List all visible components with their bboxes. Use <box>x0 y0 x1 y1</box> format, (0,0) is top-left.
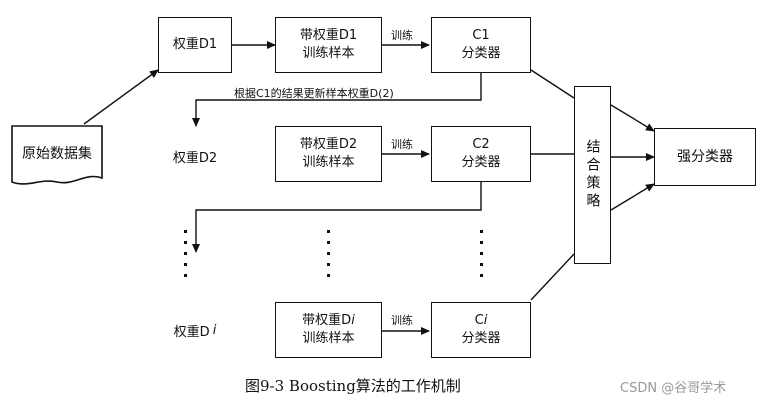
ellipsis-col-2 <box>327 230 330 277</box>
train-label-3: 训练 <box>391 314 413 327</box>
classifier-ci-line1-wrap: Ci <box>475 312 488 330</box>
classifier-ci-node: Ci 分类器 <box>431 302 531 358</box>
train-label-2: 训练 <box>391 138 413 151</box>
weight-d1-node: 权重D1 <box>158 17 232 73</box>
sample-di-line1-wrap: 带权重Di <box>302 312 355 330</box>
figure-caption: 图9-3 Boosting算法的工作机制 <box>245 377 461 395</box>
sample-d1-node: 带权重D1 训练样本 <box>275 17 382 73</box>
classifier-c1-node: C1 分类器 <box>431 17 531 73</box>
arrow-c2-to-di <box>192 182 482 253</box>
classifier-c2-line2: 分类器 <box>461 155 501 170</box>
arrow-update-d2 <box>192 73 482 127</box>
train-label-1: 训练 <box>391 29 413 42</box>
link-c1-combine <box>530 69 575 99</box>
arrow-combine-strong-3 <box>610 183 655 211</box>
update-weight-label: 根据C1的结果更新样本权重D(2) <box>234 87 394 100</box>
weight-d1-label: 权重D1 <box>172 37 218 52</box>
weight-d2-label: 权重D2 <box>172 150 218 166</box>
classifier-c1-line2: 分类器 <box>461 46 501 61</box>
sample-d2-line2: 训练样本 <box>302 155 355 170</box>
ellipsis-col-3 <box>480 230 483 277</box>
sample-d1-line2: 训练样本 <box>302 46 355 61</box>
sample-di-node: 带权重Di 训练样本 <box>275 302 382 358</box>
watermark: CSDN @谷哥学术 <box>620 381 727 396</box>
weight-di-label: 权重D <box>173 324 210 340</box>
sample-di-italic: i <box>351 313 355 328</box>
sample-di-line2: 训练样本 <box>302 331 355 346</box>
strong-classifier-node: 强分类器 <box>654 128 756 186</box>
arrow-data-to-d1 <box>83 69 159 125</box>
classifier-ci-line2: 分类器 <box>461 331 501 346</box>
link-ci-combine <box>530 253 575 301</box>
original-data-node: 原始数据集 <box>12 132 102 174</box>
weight-d2-node: 权重D2 <box>158 128 232 184</box>
sample-d2-node: 带权重D2 训练样本 <box>275 126 382 182</box>
ellipsis-col-1 <box>184 230 187 277</box>
arrow-combine-strong-1 <box>610 104 655 132</box>
classifier-c2-line1: C2 <box>472 137 490 152</box>
classifier-c2-node: C2 分类器 <box>431 126 531 182</box>
original-data-label: 原始数据集 <box>22 146 92 162</box>
classifier-ci-italic: i <box>483 313 488 328</box>
classifier-c1-line1: C1 <box>472 28 490 43</box>
sample-d1-line1: 带权重D1 <box>299 28 358 43</box>
combine-strategy-label: 结合策略 <box>584 139 601 211</box>
original-data-shape <box>11 125 103 185</box>
sample-di-line1: 带权重D <box>302 313 352 328</box>
strong-classifier-label: 强分类器 <box>677 149 733 165</box>
combine-strategy-node: 结合策略 <box>574 86 611 264</box>
weight-di-italic: i <box>212 322 217 338</box>
classifier-ci-line1: C <box>474 313 484 328</box>
sample-d2-line1: 带权重D2 <box>299 137 358 152</box>
